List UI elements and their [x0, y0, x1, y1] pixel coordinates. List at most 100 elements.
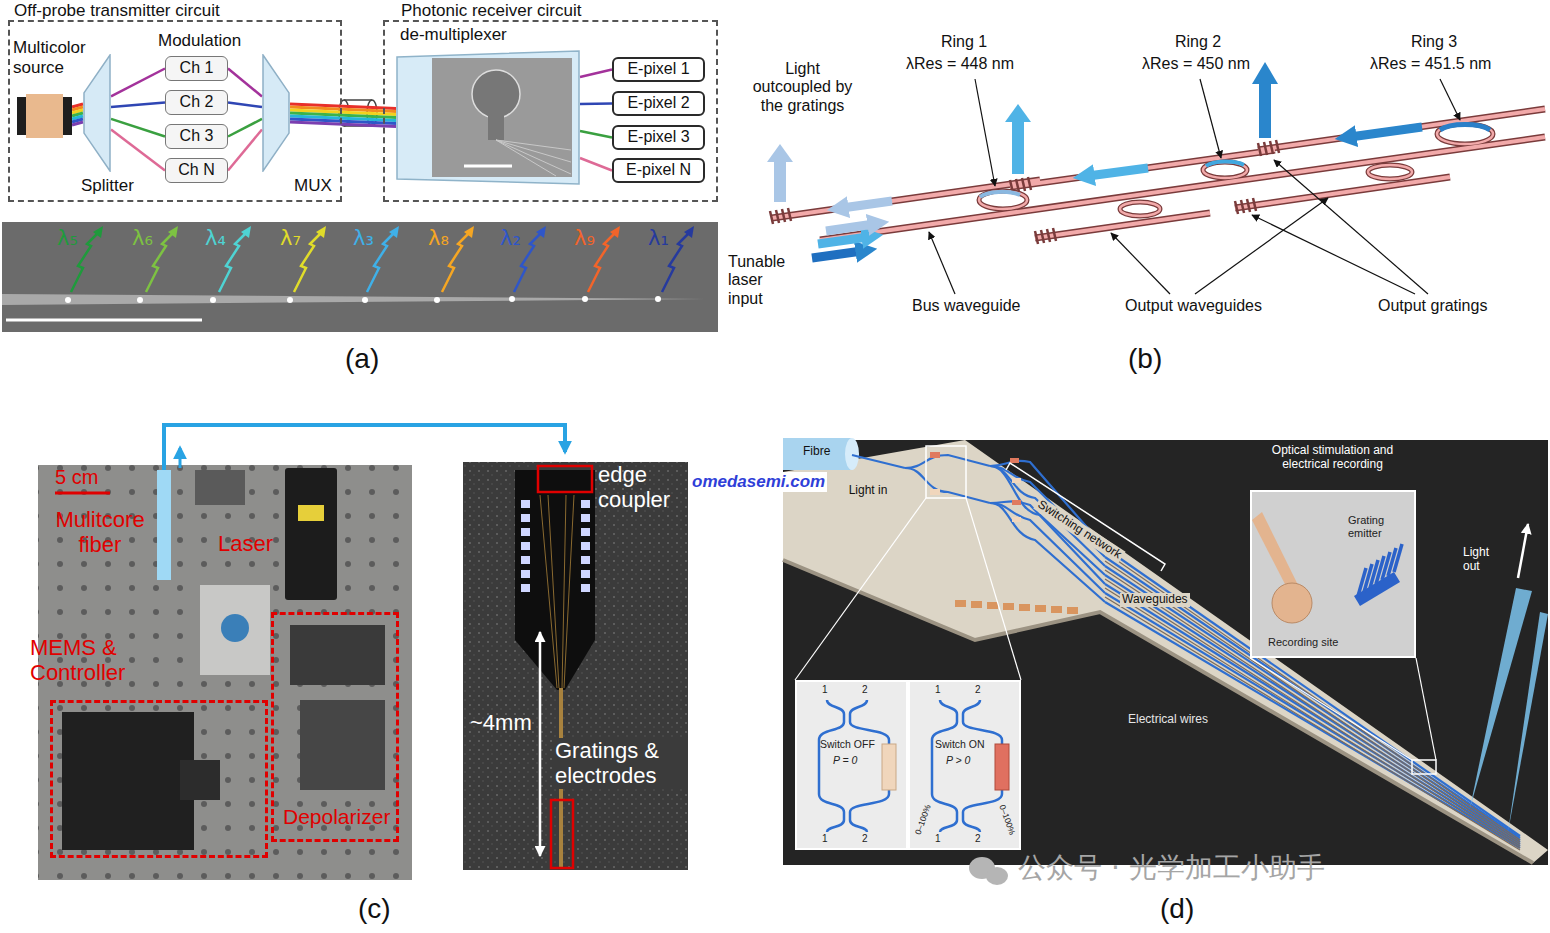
probe-photo [521, 570, 530, 578]
ring-chip [1203, 162, 1247, 178]
probe-photo [581, 556, 590, 564]
node-text: 2 [975, 833, 981, 845]
ring-chip [1235, 201, 1238, 214]
ring-chip [1047, 229, 1050, 242]
node-text: E-pixel N [626, 161, 691, 179]
neural-probe-render [1051, 606, 1062, 613]
setup-photo [290, 625, 385, 685]
channel-box: Ch 1 [165, 56, 228, 81]
neural-probe-render [1272, 583, 1312, 623]
label-text: Light outcoupled by the gratings [745, 60, 860, 115]
ring-chip [1120, 202, 1160, 216]
leader-line [1440, 79, 1460, 120]
probe-photo [521, 584, 530, 592]
connector [111, 69, 165, 97]
probe-photo [362, 297, 368, 303]
ring-chip [1264, 142, 1267, 155]
probe-photo [540, 495, 574, 688]
node-outline [472, 70, 520, 118]
connector [72, 104, 83, 125]
pixel-box: E-pixel 1 [612, 57, 705, 82]
fiber-path [164, 425, 565, 470]
emission-arrow [610, 226, 620, 238]
probe-photo [551, 800, 573, 868]
setup-photo [285, 468, 337, 600]
ring-chip [1276, 140, 1279, 153]
neural-probe-render [1035, 605, 1046, 612]
node-outline [263, 55, 289, 171]
ring-chip [1035, 231, 1038, 244]
neural-probe-render [783, 438, 852, 470]
ring-chip [820, 137, 1545, 240]
ring-chip [1041, 230, 1044, 243]
connector-line [228, 130, 262, 171]
label-text: λ₉ [574, 226, 595, 250]
label-text: λ₄ [205, 226, 226, 250]
node-text: Recording site [1268, 636, 1338, 649]
node-outline [464, 165, 512, 168]
leader-line [975, 79, 995, 186]
label-text: (c) [358, 893, 391, 925]
probe-photo [521, 500, 530, 508]
light-arrow [1088, 168, 1148, 176]
label-text: Mulitcore fiber [45, 507, 155, 558]
connector [228, 103, 262, 108]
node-text: Switch OFF [820, 738, 875, 750]
ring-chip [1235, 177, 1450, 208]
pixel-box: E-pixel N [612, 158, 705, 183]
node-text: 1 [935, 833, 941, 845]
connector-line [111, 119, 165, 137]
label-text: λRes = 448 nm [906, 55, 1014, 73]
emission-arrow [464, 226, 474, 238]
demultiplexer: de-multiplexer [396, 50, 580, 185]
splitter: Splitter [83, 54, 111, 172]
neural-probe-render [905, 455, 990, 468]
ring-chip [1022, 178, 1025, 191]
neural-probe-render [1012, 500, 1021, 505]
probe-photo [434, 297, 440, 303]
connector-line [228, 69, 262, 97]
highlight-box: MEMS & Controller [50, 700, 268, 858]
neural-probe-render [852, 455, 905, 468]
label-text: 5 cm [55, 466, 98, 489]
node-outline [84, 55, 110, 171]
neural-probe-render [1518, 524, 1528, 578]
node-outline [496, 140, 571, 176]
label-text: λ₇ [280, 226, 301, 250]
leader-line [1200, 79, 1221, 158]
setup-photo [300, 700, 385, 790]
probe-photo [463, 462, 688, 870]
ring-chip [776, 210, 779, 223]
label-text: λ₆ [132, 226, 153, 250]
label-text: Laser [218, 531, 273, 556]
node-outline [83, 54, 111, 172]
neural-probe-render [966, 498, 1021, 680]
neural-probe-render [987, 602, 998, 609]
label-text: λRes = 451.5 nm [1370, 55, 1491, 73]
neural-probe-render [1252, 512, 1298, 590]
ring-chip [770, 140, 1279, 244]
leader-line [1195, 198, 1328, 294]
neural-probe-render [1412, 760, 1436, 774]
node-outline [63, 97, 72, 135]
connector-line [290, 122, 396, 127]
node-text: Off-probe transmitter circuit [14, 1, 220, 21]
label-text: ~4mm [470, 710, 532, 735]
connector-line [111, 130, 165, 171]
light-arrow [774, 162, 786, 202]
probe-photo [6, 319, 202, 322]
neural-probe-render [783, 440, 1548, 865]
node-text: P = 0 [833, 754, 857, 766]
ring-chip [770, 211, 773, 224]
ring-chip [1053, 228, 1056, 241]
ring-chip [1437, 124, 1493, 144]
switch-panel: 12Switch ONP > 00–100%0–100%12 [908, 680, 1021, 850]
neural-probe-render [1019, 604, 1030, 611]
ring-chip [772, 180, 1040, 218]
probe-photo [655, 296, 661, 302]
label-text: Tunable laser input [728, 253, 793, 308]
probe-photo [521, 528, 530, 536]
setup-photo [298, 505, 324, 521]
setup-photo [180, 760, 220, 800]
ring-chip [820, 137, 1545, 240]
